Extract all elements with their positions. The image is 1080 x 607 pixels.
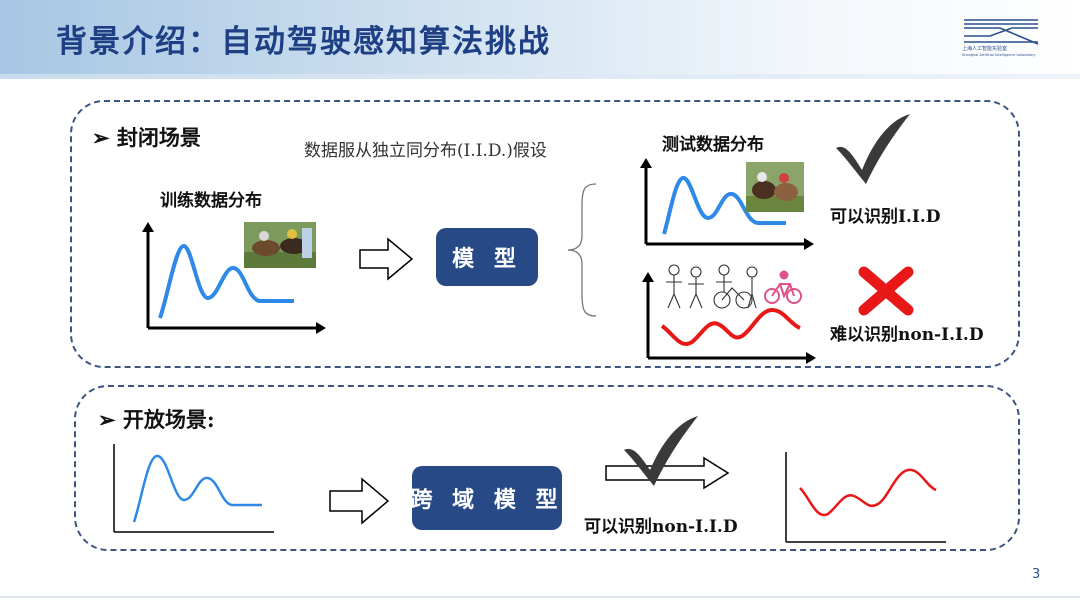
- cross-icon: [858, 266, 914, 316]
- page-number: 3: [1032, 567, 1040, 582]
- bottom-rule: [0, 596, 1080, 598]
- red-distribution-curve: [800, 470, 936, 515]
- y-axis-arrow: [142, 222, 154, 232]
- open-test-distribution-plot: [776, 448, 952, 546]
- checkmark-icon: [830, 110, 916, 190]
- open-scenario-heading: ➢ 开放场景:: [98, 404, 215, 434]
- logo-en-text: Shanghai Artificial Intelligence Laborat…: [962, 53, 1036, 57]
- sketch-people: [660, 262, 764, 310]
- closed-scenario-heading: ➢ 封闭场景: [92, 122, 201, 152]
- red-distribution-curve: [662, 310, 800, 344]
- horse-photo: [244, 222, 316, 268]
- logo-cn-text: 上海人工智能实验室: [962, 45, 1007, 52]
- hollow-arrow-icon: [358, 236, 414, 282]
- open-result-label: 可以识别non-I.I.D: [584, 512, 738, 537]
- bicycle-icon: [764, 270, 802, 306]
- horse-photo: [746, 162, 804, 212]
- checkmark-icon: [620, 412, 702, 492]
- brace-icon: [566, 180, 606, 320]
- header-rule: [0, 74, 1080, 79]
- x-axis-arrow: [804, 238, 814, 250]
- blue-distribution-curve: [134, 456, 262, 522]
- cross-domain-model-box: 跨 域 模 型: [412, 466, 562, 530]
- iid-result-label: 可以识别I.I.D: [830, 202, 940, 227]
- y-axis-arrow: [642, 272, 654, 282]
- hollow-arrow-icon: [328, 476, 390, 526]
- train-distribution-label: 训练数据分布: [160, 186, 262, 211]
- iid-assumption-text: 数据服从独立同分布(I.I.D.)假设: [304, 136, 547, 161]
- y-axis-arrow: [640, 158, 652, 168]
- model-box: 模 型: [436, 228, 538, 286]
- x-axis-arrow: [806, 352, 816, 364]
- non-iid-result-label: 难以识别non-I.I.D: [830, 320, 984, 345]
- page-title: 背景介绍：自动驾驶感知算法挑战: [56, 16, 551, 61]
- test-distribution-label: 测试数据分布: [662, 130, 764, 155]
- x-axis-arrow: [316, 322, 326, 334]
- open-train-distribution-plot: [104, 438, 280, 542]
